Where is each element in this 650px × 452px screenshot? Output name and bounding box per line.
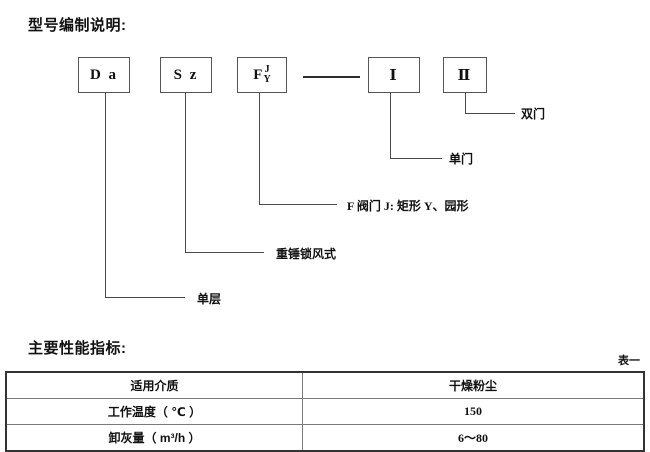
table-row: 工作温度（ ℃ ） 150 [5,398,645,425]
code-box-f-upper: J [264,64,270,75]
leader-vline-layer [105,93,106,298]
table-cell-value-temperature: 150 [302,398,645,425]
code-box-i-label: Ⅰ [389,67,399,84]
code-box-sz: S z [160,57,212,93]
leader-hline-danmen [390,158,442,159]
leader-vline-valve [259,93,260,205]
code-box-f-stack: J Y [263,65,270,85]
annotation-layer-count: 单层 [197,292,222,306]
table-cell-value-medium: 干燥粉尘 [302,371,645,399]
table-row: 卸灰量（ m³/h ） 6～80 [5,424,645,452]
code-box-f-fraction: F J Y [253,65,270,85]
leader-hline-shuangmen [465,113,515,114]
leader-vline-shuangmen [465,93,466,114]
code-box-ii: Ⅱ [443,57,487,93]
performance-table-body: 适用介质 干燥粉尘 工作温度（ ℃ ） 150 卸灰量（ m³/h ） 6～80 [5,371,645,452]
table-cell-label-medium: 适用介质 [5,371,303,399]
model-code-section-title: 型号编制说明: [28,17,127,34]
code-box-f-lower: Y [263,74,271,85]
performance-table: 适用介质 干燥粉尘 工作温度（ ℃ ） 150 卸灰量（ m³/h ） 6～80 [5,371,645,452]
leader-hline-valve [259,204,337,205]
table-cell-label-discharge: 卸灰量（ m³/h ） [5,424,303,452]
table-cell-label-temperature: 工作温度（ ℃ ） [5,398,303,425]
leader-hline-lock [185,252,264,253]
performance-section-title: 主要性能指标: [28,340,127,357]
code-box-da-label: D a [89,66,119,83]
code-box-f-base: F [253,66,263,83]
leader-vline-lock [185,93,186,253]
annotation-danmen: 单门 [449,152,474,166]
code-box-ii-label: Ⅱ [457,67,473,84]
code-box-f: F J Y [237,57,287,93]
annotation-lock-type: 重锤锁风式 [276,247,337,261]
annotation-shuangmen: 双门 [521,107,546,121]
leader-hline-layer [105,297,185,298]
leader-vline-danmen [390,93,391,159]
table-caption: 表一 [618,355,640,367]
code-box-sz-label: S z [173,66,199,83]
table-row: 适用介质 干燥粉尘 [5,371,645,399]
code-separator-dash [303,76,360,78]
code-box-i: Ⅰ [368,57,420,93]
table-cell-value-discharge: 6～80 [302,424,645,452]
annotation-valve-types: F 阀门 J: 矩形 Y、园形 [347,199,469,213]
code-box-da: D a [78,57,130,93]
